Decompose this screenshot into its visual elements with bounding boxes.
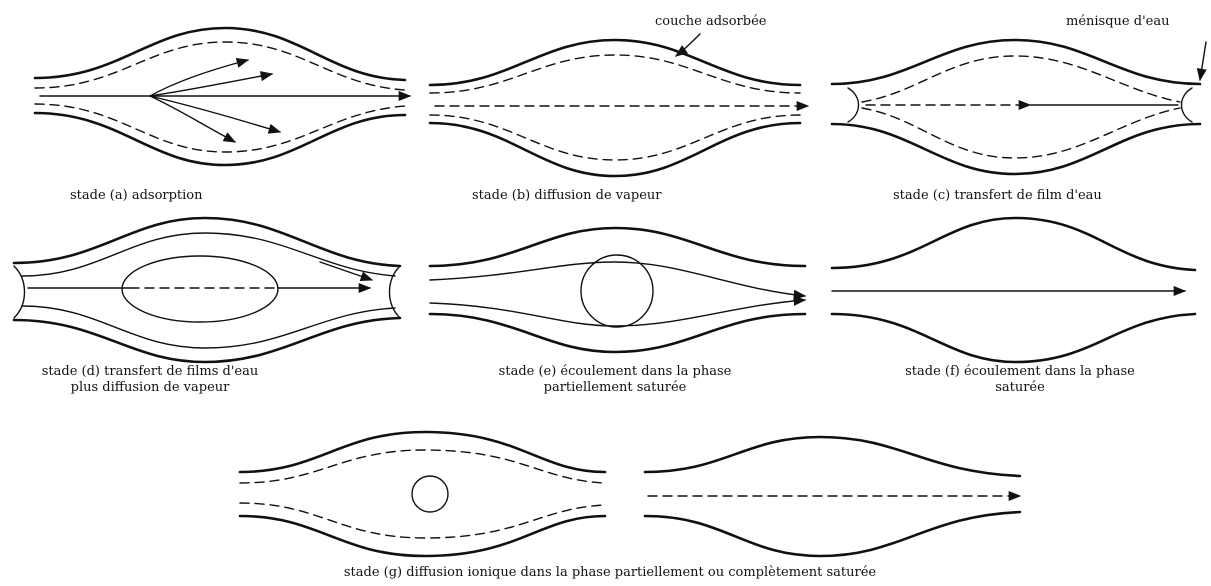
caption-stage-f-line2: saturée xyxy=(870,380,1170,396)
pore-wall-bottom xyxy=(645,512,1020,556)
pore-stage-c xyxy=(832,40,1206,174)
pore-wall-top xyxy=(35,28,405,80)
caption-stage-b-line1: stade (b) diffusion de vapeur xyxy=(472,188,752,204)
flow-arrow-down-2 xyxy=(150,96,280,132)
caption-stage-c-line1: stade (c) transfert de film d'eau xyxy=(893,188,1193,204)
pore-stage-g-left xyxy=(240,432,605,556)
pore-wall-bottom xyxy=(240,516,605,556)
water-bubble xyxy=(122,256,278,322)
pore-wall-top xyxy=(832,218,1195,270)
caption-stage-a-line1: stade (a) adsorption xyxy=(70,188,270,204)
pore-wall-top xyxy=(14,218,400,266)
pore-wall-bottom xyxy=(430,123,800,176)
adsorbed-layer-top xyxy=(430,55,800,93)
pore-wall-bottom xyxy=(832,124,1200,174)
adsorbed-layer-bottom xyxy=(240,503,605,538)
caption-stage-d-line1: stade (d) transfert de films d'eau xyxy=(0,364,300,380)
meniscus-pointer xyxy=(1200,42,1206,80)
pore-stage-d xyxy=(14,218,400,362)
annotation-water-meniscus: ménisque d'eau xyxy=(1066,14,1169,30)
flow-arrow-up-2 xyxy=(150,74,272,96)
adsorbed-layer-pointer xyxy=(676,34,700,56)
flow-line-top xyxy=(430,262,805,296)
pore-wall-bottom xyxy=(14,318,400,362)
flow-line-bottom xyxy=(430,300,805,326)
pore-wall-top xyxy=(645,437,1020,476)
caption-stage-g: stade (g) diffusion ionique dans la phas… xyxy=(240,565,980,581)
flow-arrow-up-1 xyxy=(150,60,248,96)
water-film-top xyxy=(862,56,1180,102)
pore-wall-bottom xyxy=(35,113,405,165)
caption-stage-e-line1: stade (e) écoulement dans la phase xyxy=(445,364,785,380)
caption-stage-e-line2: partiellement saturée xyxy=(445,380,785,396)
meniscus-right xyxy=(390,266,401,318)
caption-stage-a: stade (a) adsorption xyxy=(70,188,270,204)
water-film-bottom xyxy=(862,108,1180,158)
caption-stage-c: stade (c) transfert de film d'eau xyxy=(893,188,1193,204)
pore-wall-top xyxy=(430,40,800,85)
pore-stage-b xyxy=(430,34,808,176)
pore-stage-e xyxy=(430,228,805,352)
water-bubble xyxy=(412,476,448,512)
caption-stage-d-line2: plus diffusion de vapeur xyxy=(0,380,300,396)
pore-wall-bottom xyxy=(430,314,805,352)
caption-stage-e: stade (e) écoulement dans la phase parti… xyxy=(445,364,785,396)
caption-stage-f-line1: stade (f) écoulement dans la phase xyxy=(870,364,1170,380)
meniscus-right xyxy=(1182,88,1193,122)
caption-stage-f: stade (f) écoulement dans la phase satur… xyxy=(870,364,1170,396)
adsorbed-layer-bottom xyxy=(35,104,405,152)
adsorbed-layer-top xyxy=(35,42,405,90)
annotation-adsorbed-layer: couche adsorbée xyxy=(655,14,766,30)
pore-wall-bottom xyxy=(832,314,1195,362)
pore-stage-f xyxy=(832,218,1195,362)
pore-wall-top xyxy=(430,228,805,266)
pore-wall-top xyxy=(832,40,1200,84)
water-bubble xyxy=(581,255,653,327)
flow-arrow-down-1 xyxy=(150,96,235,142)
caption-stage-b: stade (b) diffusion de vapeur xyxy=(472,188,752,204)
pore-stage-a xyxy=(35,28,410,165)
meniscus-left xyxy=(848,88,859,122)
pore-wall-top xyxy=(240,432,605,472)
caption-stage-d: stade (d) transfert de films d'eau plus … xyxy=(0,364,300,396)
pore-stage-g-right xyxy=(645,437,1020,556)
meniscus-left xyxy=(14,266,25,318)
adsorbed-layer-bottom xyxy=(430,115,800,160)
caption-stage-g-line1: stade (g) diffusion ionique dans la phas… xyxy=(240,565,980,581)
